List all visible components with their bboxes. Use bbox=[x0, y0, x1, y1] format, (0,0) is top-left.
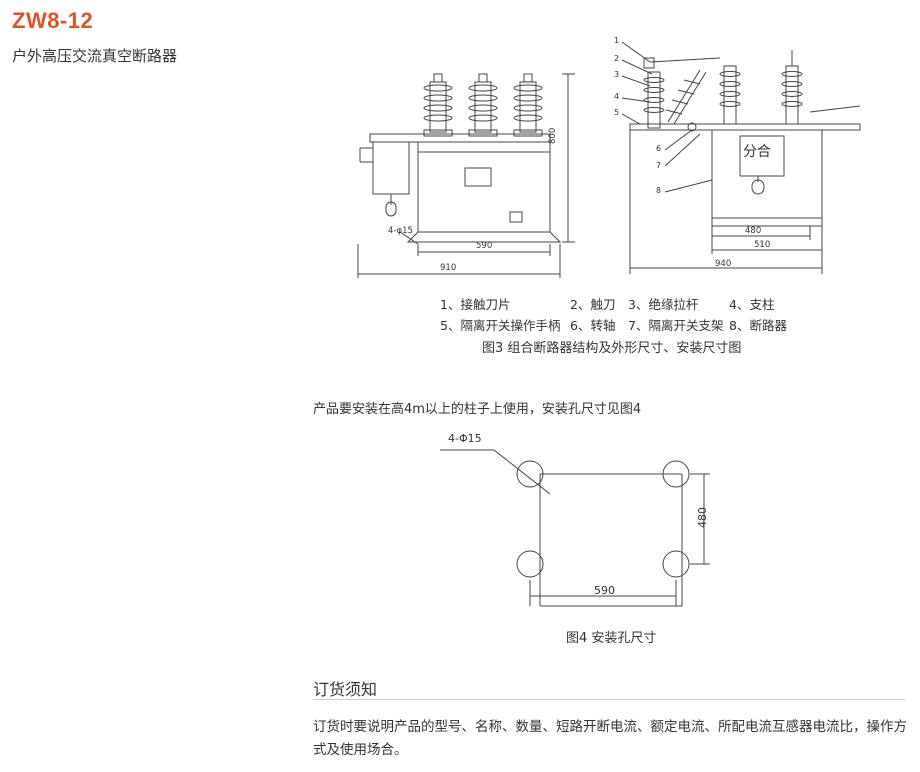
install-note: 产品要安装在高4m以上的柱子上使用，安装孔尺寸见图4 bbox=[313, 402, 642, 417]
legend-item-5: 5、隔离开关操作手柄 bbox=[440, 318, 561, 333]
figure4-drawing bbox=[440, 449, 710, 607]
callout-4: 4 bbox=[614, 92, 620, 101]
legend-item-2: 2、触刀 bbox=[570, 297, 616, 312]
legend-item-6: 6、转轴 bbox=[570, 318, 616, 333]
dim-side-480: 480 bbox=[745, 226, 762, 236]
callout-6: 6 bbox=[656, 144, 662, 153]
legend-item-8: 8、断路器 bbox=[729, 318, 787, 333]
support-insulator bbox=[643, 71, 665, 129]
ordering-text: 订货时要说明产品的型号、名称、数量、短路开断电流、额定电流、所配电流互感器电流比… bbox=[313, 719, 907, 758]
insulated-rod bbox=[665, 69, 707, 125]
callout-5: 5 bbox=[614, 108, 620, 117]
front-view bbox=[357, 73, 575, 278]
page-title: ZW8-12 bbox=[12, 8, 94, 33]
hole-bottom-left bbox=[516, 550, 544, 578]
hole-top-right bbox=[662, 460, 690, 488]
callout-8: 8 bbox=[656, 186, 662, 195]
dim-front-910: 910 bbox=[440, 263, 457, 273]
front-side-box bbox=[372, 141, 410, 195]
side-view bbox=[621, 41, 861, 274]
callout-1: 1 bbox=[614, 36, 620, 45]
insulator-middle bbox=[468, 73, 498, 137]
figure3-caption: 图3 组合断路器结构及外形尺寸、安装尺寸图 bbox=[482, 341, 742, 356]
callout-3: 3 bbox=[614, 70, 620, 79]
legend-item-3: 3、绝缘拉杆 bbox=[628, 297, 699, 312]
figure3-drawing bbox=[357, 41, 861, 278]
figure4-dim-590: 590 bbox=[594, 584, 615, 597]
page-subtitle: 户外高压交流真空断路器 bbox=[12, 47, 178, 65]
ordering-divider bbox=[313, 699, 905, 700]
front-breaker-body bbox=[417, 141, 551, 233]
side-insulator-2 bbox=[781, 50, 803, 125]
dim-front-590: 590 bbox=[476, 241, 493, 251]
dim-front-holes: 4-φ15 bbox=[388, 226, 413, 236]
side-insulator-1 bbox=[719, 65, 741, 125]
insulator-left bbox=[423, 73, 453, 137]
dim-front-height: 800 bbox=[548, 127, 558, 144]
legend-item-7: 7、隔离开关支架 bbox=[628, 318, 724, 333]
open-close-indicator: 分合 bbox=[743, 144, 771, 160]
callout-7: 7 bbox=[656, 161, 662, 170]
figure4-caption: 图4 安装孔尺寸 bbox=[566, 631, 657, 646]
figure4-holes-label: 4-Φ15 bbox=[448, 432, 482, 445]
figure4-dim-480: 480 bbox=[696, 507, 709, 528]
dim-side-940: 940 bbox=[715, 259, 732, 269]
insulator-right bbox=[513, 73, 543, 137]
hole-top-left bbox=[516, 460, 544, 488]
legend-item-1: 1、接触刀片 bbox=[440, 297, 511, 312]
ordering-heading: 订货须知 bbox=[313, 680, 378, 699]
dim-side-510: 510 bbox=[754, 240, 771, 250]
legend-item-4: 4、支柱 bbox=[729, 297, 775, 312]
hole-bottom-right bbox=[662, 550, 690, 578]
callout-2: 2 bbox=[614, 54, 620, 63]
